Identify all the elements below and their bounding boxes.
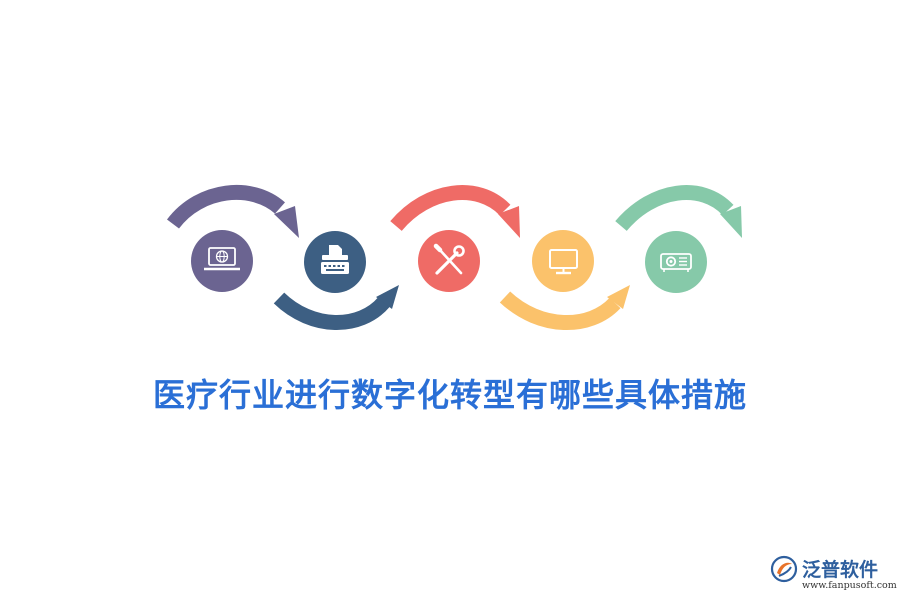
projector-icon: [660, 253, 692, 272]
step-2-arrowhead: [376, 285, 399, 309]
step-1-arrow: [167, 184, 285, 229]
step-5-arrowhead: [720, 206, 742, 238]
brand-logo-icon: [770, 555, 798, 583]
step-2-arrow: [273, 292, 390, 330]
typewriter-icon: [321, 245, 349, 274]
monitor-icon: [549, 249, 578, 275]
wrench-screwdriver-icon: [433, 243, 465, 275]
brand-name: 泛普软件: [802, 559, 879, 581]
step-3-arrowhead: [498, 206, 520, 238]
step-2: [273, 231, 399, 330]
step-4-arrowhead: [607, 285, 630, 309]
step-1-arrowhead: [274, 206, 299, 238]
step-1: [167, 184, 299, 292]
brand-url: www.fanpusoft.com: [802, 580, 897, 591]
step-1-circle: [191, 230, 253, 292]
page-title: 医疗行业进行数字化转型有哪些具体措施: [152, 376, 747, 414]
laptop-globe-icon: [204, 247, 240, 271]
step-4: [499, 230, 630, 330]
step-3-arrow: [390, 185, 511, 232]
step-3: [390, 185, 520, 292]
step-4-arrow: [499, 291, 621, 330]
step-5: [615, 185, 742, 293]
step-4-circle: [532, 230, 594, 292]
step-5-arrow: [615, 185, 734, 232]
brand-watermark: 泛普软件 www.fanpusoft.com: [770, 553, 897, 595]
